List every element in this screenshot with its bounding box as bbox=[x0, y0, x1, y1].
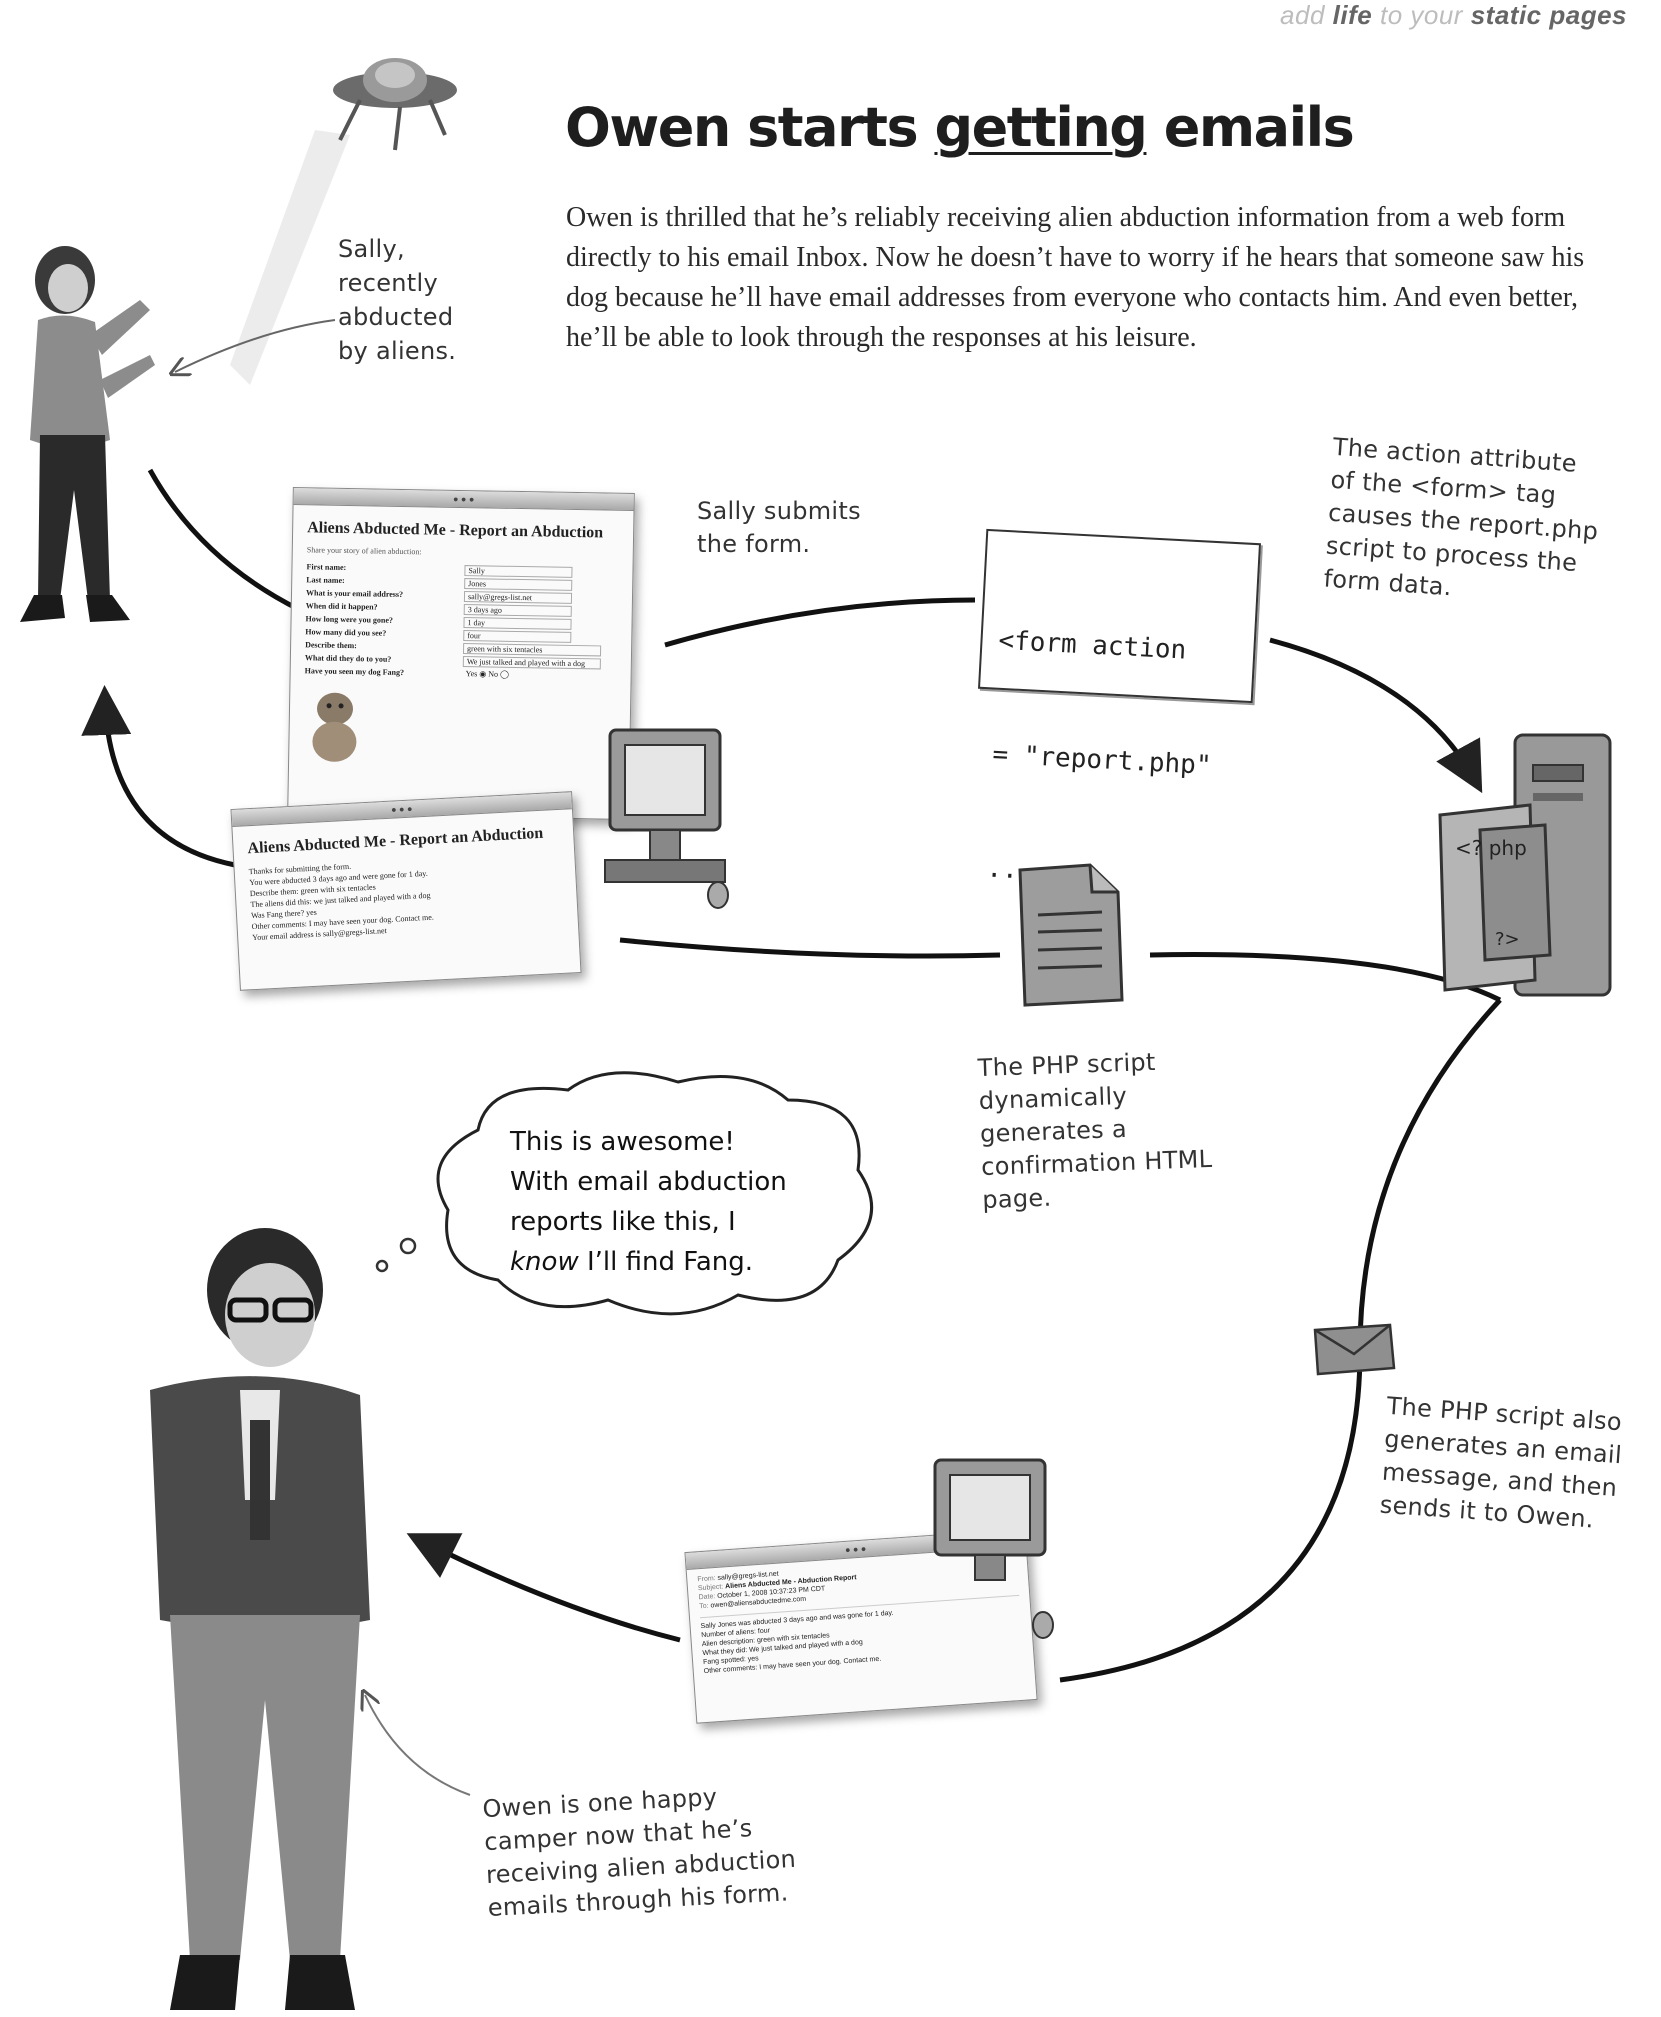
thought-text: This is awesome! With email abduction re… bbox=[510, 1122, 830, 1282]
confirmation-window: ● ● ● Aliens Abducted Me - Report an Abd… bbox=[230, 791, 582, 991]
sally-annotation: Sally, recently abducted by aliens. bbox=[338, 232, 456, 368]
window-titlebar: ● ● ● bbox=[293, 488, 634, 511]
php-open-tag: <? php bbox=[1455, 836, 1527, 860]
field-label: How many did you see? bbox=[305, 627, 387, 638]
header-static: static pages bbox=[1470, 0, 1627, 30]
title-after: emails bbox=[1163, 96, 1355, 159]
field-label: What is your email address? bbox=[305, 588, 404, 599]
field-input[interactable]: 1 day bbox=[463, 617, 572, 630]
field-input[interactable]: Sally bbox=[464, 565, 573, 578]
thought-line-2: With email abduction bbox=[510, 1167, 787, 1197]
sally-line-3: abducted bbox=[338, 303, 454, 331]
action-attribute-annotation: The action attribute of the <form> tag c… bbox=[1323, 431, 1604, 614]
form-action-code: <form action = "report.php" ... bbox=[978, 528, 1261, 886]
envelope-icon bbox=[1313, 1323, 1396, 1376]
running-header: add life to your static pages bbox=[1280, 0, 1627, 31]
sally-submits-annotation: Sally submits the form. bbox=[697, 495, 861, 561]
header-prefix: add bbox=[1280, 0, 1325, 30]
field-radio[interactable]: Yes ◉ No ◯ bbox=[465, 669, 510, 679]
field-input[interactable]: 3 days ago bbox=[463, 604, 572, 617]
thought-line-4-rest: I’ll find Fang. bbox=[578, 1247, 753, 1277]
thought-line-4: know I’ll find Fang. bbox=[510, 1242, 830, 1282]
field-label: When did it happen? bbox=[305, 601, 378, 612]
field-input[interactable]: green with six tentacles bbox=[462, 643, 602, 657]
field-label: Have you seen my dog Fang? bbox=[304, 666, 405, 678]
owen-figure bbox=[150, 1228, 370, 2010]
field-label: First name: bbox=[306, 562, 347, 572]
page-title: Owen starts getting emails bbox=[565, 96, 1355, 159]
submits-line-1: Sally submits bbox=[697, 497, 861, 525]
field-input[interactable]: We just talked and played with a dog bbox=[462, 656, 601, 670]
header-life: life bbox=[1332, 0, 1373, 30]
thought-line-3: reports like this, I bbox=[510, 1207, 736, 1237]
field-input[interactable]: Jones bbox=[464, 578, 573, 591]
sally-line-4: by aliens. bbox=[338, 337, 457, 365]
header-middle: to your bbox=[1379, 0, 1463, 30]
field-input[interactable]: four bbox=[463, 630, 572, 643]
php-confirm-annotation: The PHP script dynamically generates a c… bbox=[977, 1044, 1214, 1217]
server-icon: <? php ?> bbox=[1438, 733, 1612, 997]
dog-photo bbox=[312, 692, 357, 762]
title-underlined: getting bbox=[934, 96, 1148, 159]
intro-paragraph: Owen is thrilled that he’s reliably rece… bbox=[566, 202, 1585, 353]
thought-emphasis: know bbox=[510, 1247, 579, 1277]
computer-monitor-2 bbox=[933, 1458, 1054, 1639]
sally-line-1: Sally, bbox=[338, 235, 405, 263]
ufo-illustration bbox=[230, 58, 457, 385]
thought-line-1: This is awesome! bbox=[510, 1127, 735, 1157]
field-label: Describe them: bbox=[305, 640, 357, 651]
form-window-title: Aliens Abducted Me - Report an Abduction bbox=[307, 519, 604, 542]
owen-happy-annotation: Owen is one happy camper now that he’s r… bbox=[482, 1777, 799, 1925]
form-window: ● ● ● Aliens Abducted Me - Report an Abd… bbox=[287, 487, 635, 820]
sally-line-2: recently bbox=[338, 269, 438, 297]
php-email-annotation: The PHP script also generates an email m… bbox=[1379, 1390, 1626, 1538]
submits-line-2: the form. bbox=[697, 530, 811, 558]
php-close-tag: ?> bbox=[1495, 929, 1520, 950]
code-line-2: = "report.php" bbox=[991, 739, 1213, 781]
header-label: To: bbox=[699, 1602, 709, 1611]
header-label: Date: bbox=[698, 1593, 716, 1602]
sally-figure bbox=[20, 246, 155, 622]
field-input[interactable]: sally@gregs-list.net bbox=[463, 591, 573, 604]
thought-bubble bbox=[436, 1071, 874, 1316]
header-label: From: bbox=[697, 1575, 716, 1584]
field-label: What did they do to you? bbox=[304, 653, 392, 664]
code-line-1: <form action bbox=[997, 625, 1187, 666]
field-label: How long were you gone? bbox=[305, 614, 394, 625]
field-label: Last name: bbox=[306, 575, 345, 585]
title-before: Owen starts bbox=[565, 96, 919, 159]
form-window-subtitle: Share your story of alien abduction: bbox=[306, 545, 422, 557]
computer-monitor bbox=[604, 728, 729, 909]
confirmation-body: Thanks for submitting the form. You were… bbox=[248, 850, 564, 943]
form-fields: First name: Sally Last name: Jones What is… bbox=[305, 562, 619, 680]
document-icon bbox=[1018, 863, 1124, 1007]
